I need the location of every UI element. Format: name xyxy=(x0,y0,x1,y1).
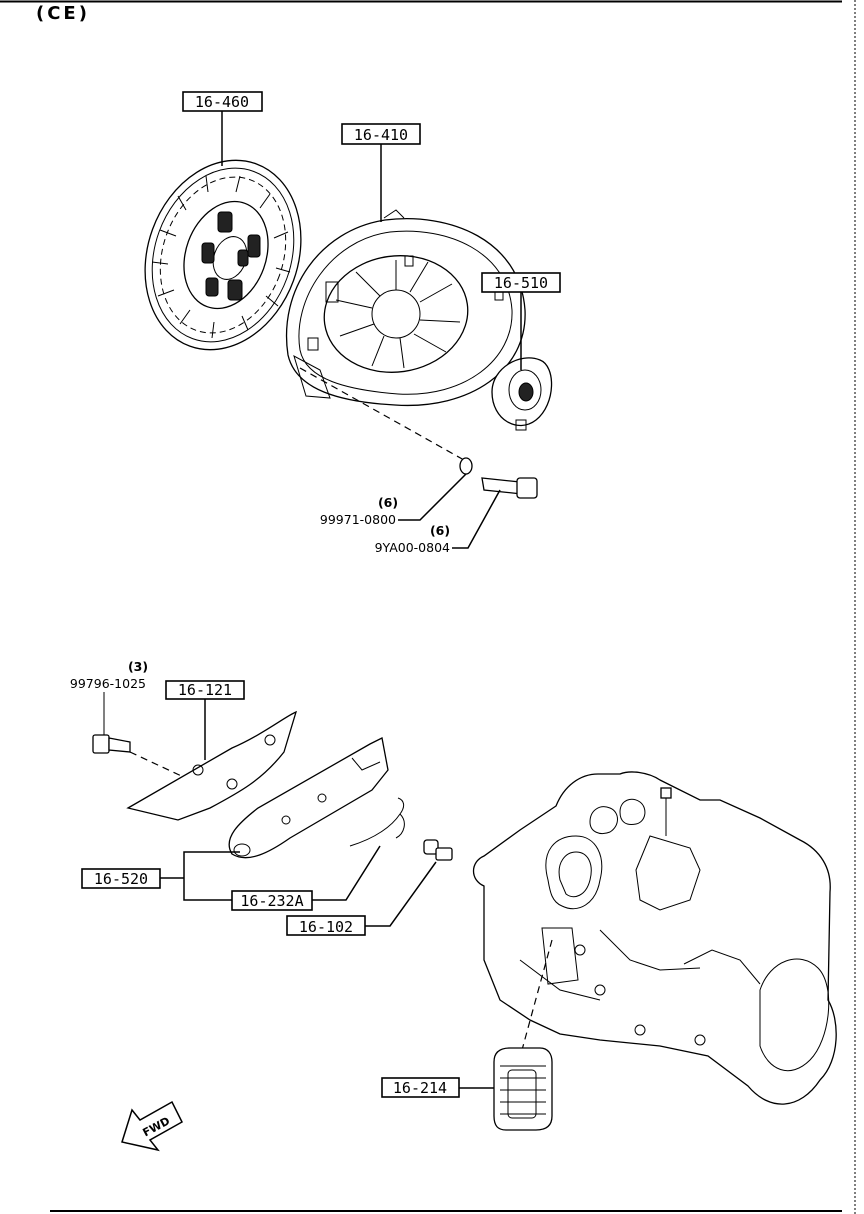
washer xyxy=(459,457,473,475)
gasket-bolt-part-number: 99796-1025 xyxy=(70,676,146,691)
callout-16-121: 16-121 xyxy=(178,681,232,699)
gasket-bolt-qty: (3) xyxy=(128,659,148,674)
fwd-arrow-icon: FWD xyxy=(121,1100,183,1152)
dust-boot xyxy=(493,1047,553,1131)
washer-part-number: 99971-0800 xyxy=(320,512,396,527)
washer-qty: (6) xyxy=(378,495,398,510)
clutch-disc xyxy=(144,159,302,351)
pivot-stud xyxy=(423,839,453,861)
cover-bolt-qty: (6) xyxy=(430,523,450,538)
cover-bolt-part-number: 9YA00-0804 xyxy=(375,540,450,555)
callout-16-214: 16-214 xyxy=(393,1079,447,1097)
cover-bolt xyxy=(481,477,538,499)
gasket-plate xyxy=(126,710,298,821)
release-fork xyxy=(228,737,389,859)
callout-16-410: 16-410 xyxy=(354,126,408,144)
retaining-spring xyxy=(349,797,405,847)
callout-16-232A: 16-232A xyxy=(240,892,303,910)
callout-16-460: 16-460 xyxy=(195,93,249,111)
release-bearing xyxy=(491,357,553,431)
callout-16-102: 16-102 xyxy=(299,918,353,936)
clutch-cover xyxy=(286,209,526,407)
callout-16-520: 16-520 xyxy=(94,870,148,888)
header-title: (CE) xyxy=(36,3,90,24)
callout-16-510: 16-510 xyxy=(494,274,548,292)
gasket-bolt xyxy=(92,734,131,754)
transmission-case xyxy=(472,771,837,1105)
